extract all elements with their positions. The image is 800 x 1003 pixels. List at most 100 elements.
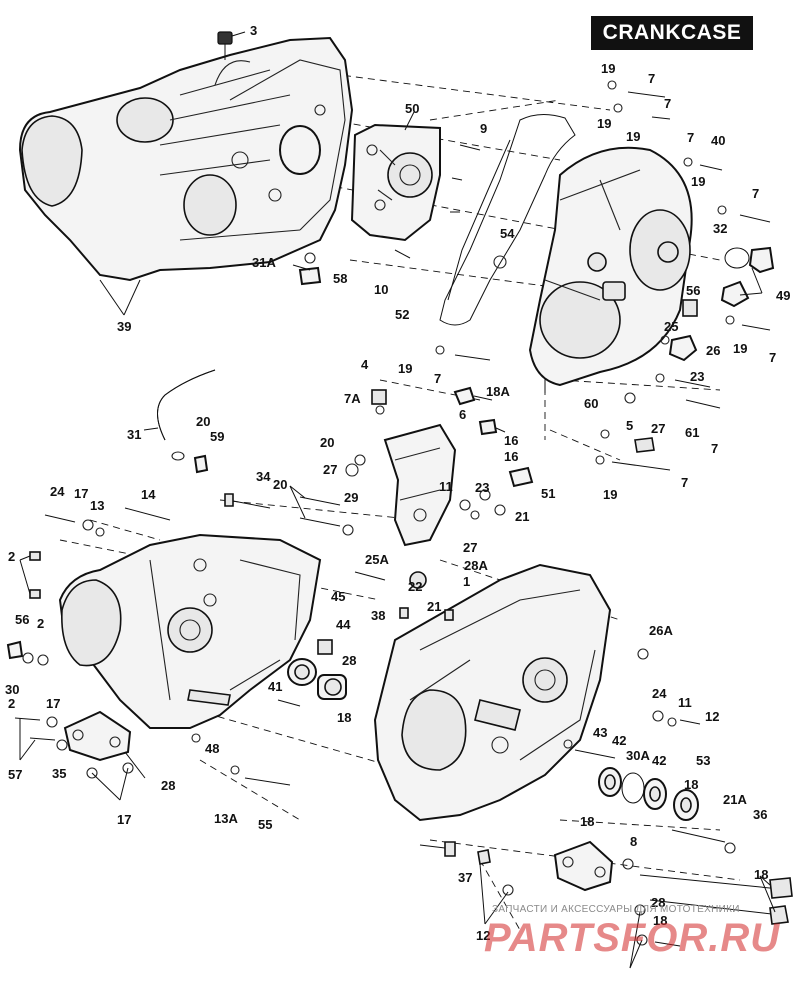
callout-label: 35 <box>52 766 67 781</box>
callout-label: 12 <box>705 709 720 724</box>
callout-label: 17 <box>46 696 61 711</box>
callout-label: 27 <box>463 540 478 555</box>
callout-label: 19 <box>603 487 618 502</box>
callout-label: 19 <box>691 174 706 189</box>
watermark-caption: ЗАПЧАСТИ И АКСЕССУАРЫ ДЛЯ МОТОТЕХНИКИ <box>492 904 740 915</box>
right-side-bearings-and-seals <box>563 710 736 854</box>
callout-label: 13A <box>214 811 238 826</box>
callout-label: 50 <box>405 101 420 116</box>
callout-label: 43 <box>593 725 608 740</box>
callout-label: 7 <box>769 350 777 365</box>
callout-label: 23 <box>475 480 490 495</box>
callout-label: 7A <box>344 391 361 406</box>
callout-label: 21A <box>723 792 747 807</box>
callout-label: 18 <box>337 710 352 725</box>
lower-crankcase-right-half <box>373 563 649 822</box>
callout-label: 58 <box>333 271 348 286</box>
callout-label: 45 <box>331 589 346 604</box>
upper-crankcase-left-half <box>18 31 354 282</box>
callout-label: 38 <box>371 608 386 623</box>
callout-label: 6 <box>459 407 467 422</box>
gearcase-cover-gasket <box>439 114 576 326</box>
callout-label: 37 <box>458 870 473 885</box>
callout-label: 7 <box>752 186 760 201</box>
callout-label: 19 <box>601 61 616 76</box>
callout-label: 28 <box>651 895 666 910</box>
studs-and-bolts-center <box>44 493 386 581</box>
callout-label: 60 <box>584 396 599 411</box>
callout-label: 21 <box>427 599 442 614</box>
callout-label: 28 <box>161 778 176 793</box>
callout-label: 57 <box>8 767 23 782</box>
callout-label: 18 <box>684 777 699 792</box>
callout-label: 55 <box>258 817 273 832</box>
leader-lines <box>19 31 776 969</box>
callout-label: 8 <box>630 834 638 849</box>
callout-label: 10 <box>374 282 389 297</box>
callout-label: 61 <box>685 425 700 440</box>
callout-label: 30 <box>5 682 20 697</box>
callout-label: 34 <box>256 469 271 484</box>
callout-label: 41 <box>268 679 283 694</box>
callout-label: 59 <box>210 429 225 444</box>
callout-label: 18 <box>754 867 769 882</box>
callout-label: 7 <box>687 130 695 145</box>
callout-label: 26 <box>706 343 721 358</box>
callout-label: 7 <box>711 441 719 456</box>
callout-label: 21 <box>515 509 530 524</box>
callout-label: 42 <box>612 733 627 748</box>
page-title: CRANKCASE <box>591 16 753 50</box>
callout-label: 49 <box>776 288 791 303</box>
cover-plugs-and-seals <box>660 246 775 362</box>
callout-label: 56 <box>686 283 701 298</box>
oil-line-hose <box>157 369 216 474</box>
callout-label: 9 <box>480 121 488 136</box>
callout-label: 14 <box>141 487 156 502</box>
callout-label: 2 <box>8 696 16 711</box>
callout-label: 36 <box>753 807 768 822</box>
callout-label: 13 <box>90 498 105 513</box>
callout-label: 52 <box>395 307 410 322</box>
callout-label: 18 <box>580 814 595 829</box>
callout-label: 5 <box>626 418 634 433</box>
callout-label: 18 <box>653 913 668 928</box>
right-mount-bracket <box>419 840 793 947</box>
callout-label: 20 <box>196 414 211 429</box>
left-mount-bracket <box>14 710 291 786</box>
callout-label: 3 <box>250 23 258 38</box>
callout-label: 2 <box>8 549 16 564</box>
callout-label: 26A <box>649 623 673 638</box>
callout-label: 1 <box>463 574 471 589</box>
callout-label: 42 <box>652 753 667 768</box>
callout-label: 28A <box>464 558 488 573</box>
callout-label: 17 <box>117 812 132 827</box>
callout-label: 31A <box>252 255 276 270</box>
gearcase-cover <box>528 146 693 387</box>
callout-label: 28 <box>342 653 357 668</box>
callout-label: 32 <box>713 221 728 236</box>
callout-label: 12 <box>476 928 491 943</box>
callout-label: 56 <box>15 612 30 627</box>
callout-label: 22 <box>408 579 423 594</box>
callout-label: 7 <box>648 71 656 86</box>
callout-label: 17 <box>74 486 89 501</box>
callout-label: 4 <box>361 357 369 372</box>
callout-label: 24 <box>50 484 65 499</box>
callout-label: 31 <box>127 427 142 442</box>
callout-label: 19 <box>626 129 641 144</box>
watermark-logo: PARTSFOR.RU <box>484 916 781 960</box>
callout-label: 11 <box>678 695 692 710</box>
callout-label: 25 <box>664 319 679 334</box>
callout-label: 54 <box>500 226 515 241</box>
callout-label: 16 <box>504 449 519 464</box>
callout-label: 51 <box>541 486 556 501</box>
callout-label: 20 <box>273 477 288 492</box>
callout-label: 20 <box>320 435 335 450</box>
callout-label: 53 <box>696 753 711 768</box>
callout-label: 16 <box>504 433 519 448</box>
callout-label: 24 <box>652 686 667 701</box>
callout-label: 25A <box>365 552 389 567</box>
callout-label: 11 <box>439 479 453 494</box>
